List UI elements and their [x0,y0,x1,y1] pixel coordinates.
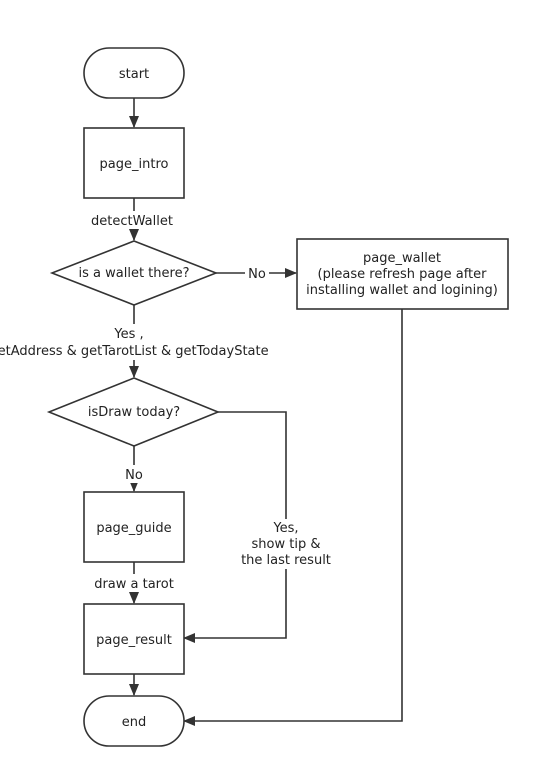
draw-check-label: isDraw today? [88,405,180,420]
page-result-label: page_result [96,633,172,648]
node-start: start [83,47,185,99]
wallet-check-decision-shape [49,240,219,306]
detect-wallet-label-bg [88,211,180,229]
draw-tarot-label-bg [92,574,176,592]
node-wallet-check: is a wallet there? [49,240,219,306]
page-guide-box [83,491,185,563]
draw-yes-label-line1: Yes, [272,521,298,536]
page-wallet-box [296,238,509,310]
wallet-check-label: is a wallet there? [79,266,190,281]
wallet-yes-label-bg [0,324,272,360]
wallet-no-label-bg [245,265,269,282]
page-intro-box [83,127,185,199]
node-page-result: page_result [83,603,185,675]
draw-no-label: No [125,468,143,483]
draw-yes-label-line3: the last result [241,553,331,568]
start-terminator-shape [83,47,185,99]
end-terminator-shape [83,695,185,747]
node-end: end [83,695,185,747]
node-draw-check: isDraw today? [46,377,221,447]
page-guide-label: page_guide [96,521,171,536]
draw-yes-label-line2: show tip & [252,537,321,552]
wallet-yes-label-line1: Yes , [113,327,143,342]
end-label: end [122,715,147,730]
edge-labels: detectWallet No Yes , getAddress & getTa… [0,211,336,592]
page-wallet-note-line2: installing wallet and logining) [306,283,498,298]
draw-tarot-label: draw a tarot [94,577,174,592]
page-intro-label: page_intro [100,157,169,172]
draw-yes-label-bg [238,519,336,569]
detect-wallet-label: detectWallet [91,214,173,229]
start-label: start [119,67,149,82]
node-page-intro: page_intro [83,127,185,199]
page-result-box [83,603,185,675]
edge-wallet-to-end [183,309,403,726]
draw-check-decision-shape [46,377,221,447]
node-page-guide: page_guide [83,491,185,563]
node-page-wallet: page_wallet (please refresh page after i… [296,238,509,310]
draw-no-label-bg [121,465,147,483]
page-wallet-note-line1: (please refresh page after [318,267,488,282]
wallet-yes-label-line2: getAddress & getTarotList & getTodayStat… [0,344,269,359]
wallet-no-label: No [248,267,266,282]
page-wallet-title: page_wallet [363,251,441,266]
